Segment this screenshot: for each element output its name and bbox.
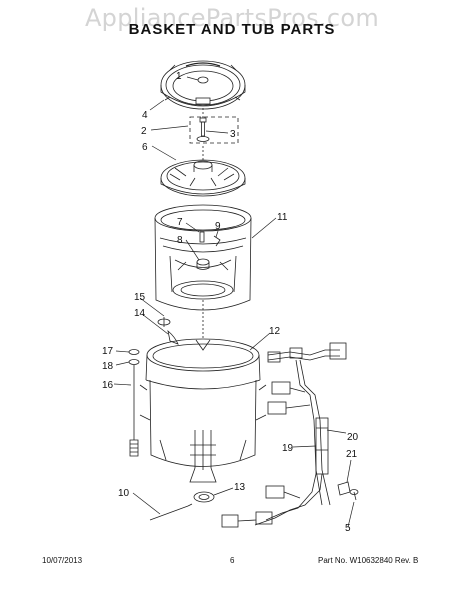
basket-clip	[213, 235, 221, 247]
basket-drive-nut	[196, 258, 210, 270]
footer-date: 10/07/2013	[42, 556, 83, 565]
hanger-bolt	[167, 329, 179, 345]
basket-bolt	[199, 117, 207, 137]
impeller	[160, 159, 246, 197]
callout-11: 11	[277, 212, 288, 223]
harness-ground-screw	[349, 489, 359, 501]
callout-5: 5	[345, 523, 351, 534]
callout-2: 2	[141, 126, 147, 137]
callout-14: 14	[134, 308, 146, 319]
wire-harness	[221, 342, 347, 528]
suspension-rod	[128, 349, 140, 457]
harness-clip	[337, 481, 351, 496]
basket-washer	[196, 136, 210, 142]
callout-16: 16	[102, 380, 114, 391]
hub-screw	[199, 231, 205, 243]
callout-6: 6	[142, 142, 148, 153]
callout-19: 19	[282, 443, 294, 454]
callout-3: 3	[230, 129, 236, 140]
outer-tub	[139, 338, 267, 483]
callout-17: 17	[102, 346, 114, 357]
bolt-group-box	[189, 116, 239, 144]
callout-7: 7	[177, 217, 183, 228]
footer-part-number: Part No. W10632840 Rev. B	[318, 556, 419, 565]
spring-hanger	[157, 317, 171, 327]
watermark: AppliancePartsPros.com	[84, 4, 380, 32]
callout-1: 1	[176, 71, 182, 82]
tub-ring	[160, 60, 246, 110]
callout-21: 21	[346, 449, 358, 460]
callout-9: 9	[215, 221, 221, 232]
callout-10: 10	[118, 488, 130, 499]
callout-12: 12	[269, 326, 281, 337]
callout-13: 13	[234, 482, 246, 493]
callout-labels: 1 4 2 3 6 7 8 9 11 15 14 12 17 18 16 10 …	[102, 71, 359, 534]
drain-rod	[149, 503, 193, 521]
callout-18: 18	[102, 361, 114, 372]
callout-8: 8	[177, 235, 183, 246]
wash-basket	[154, 204, 252, 311]
leader-lines	[113, 76, 355, 528]
callout-15: 15	[134, 292, 146, 303]
diagram-title: BASKET AND TUB PARTS	[128, 21, 336, 38]
callout-4: 4	[142, 110, 148, 121]
tub-seal	[193, 491, 215, 503]
tub-cover-cap	[197, 76, 209, 84]
callout-20: 20	[347, 432, 359, 443]
footer-page-number: 6	[230, 556, 235, 565]
